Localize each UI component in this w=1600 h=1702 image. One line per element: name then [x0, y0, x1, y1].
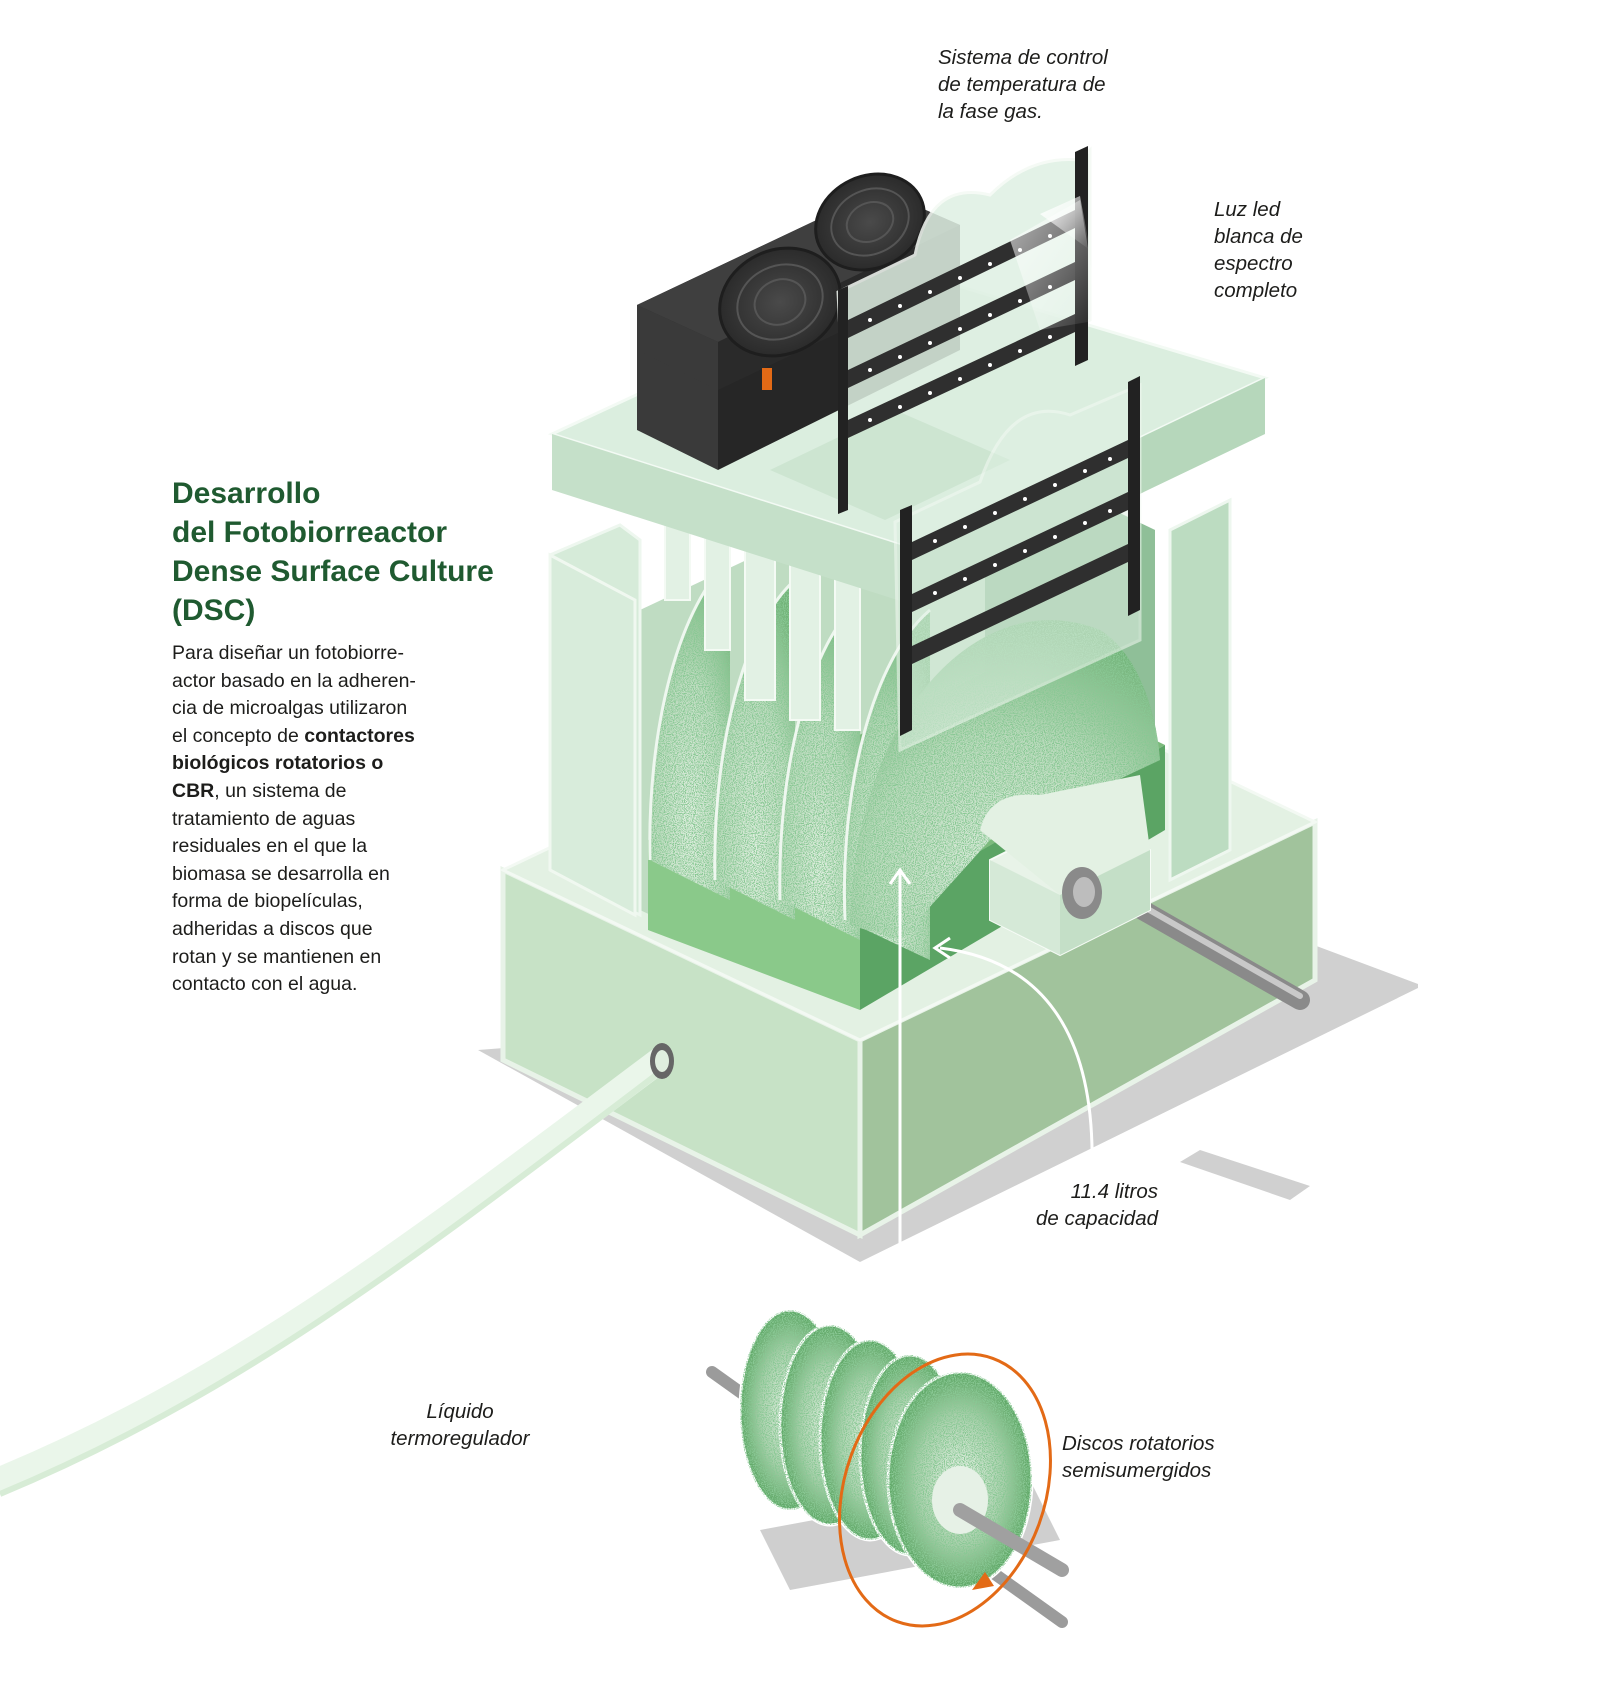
led-light-panel: [836, 146, 1100, 514]
description-line: Para diseñar un fotobiorre-: [172, 642, 404, 664]
led-light-panel-2: [893, 376, 1142, 753]
description-line: forma de biopelículas,: [172, 890, 363, 913]
label-line: blanca de: [1214, 225, 1303, 248]
label-line: Sistema de control: [938, 46, 1108, 69]
description-line: biomasa se desarrolla en: [172, 862, 390, 885]
description-line: adheridas a discos que: [172, 917, 373, 940]
reactor-front-post: [548, 552, 637, 918]
label-line: de capacidad: [1036, 1207, 1158, 1230]
shaft-bearing: [980, 775, 1310, 1010]
description-bold: biológicos rotatorios o: [172, 752, 384, 775]
title-line: del Fotobiorreactor: [172, 516, 448, 549]
rotating-discs-detail: [706, 1308, 1069, 1628]
description-text: el concepto de: [172, 724, 305, 747]
led-light-label: Luz led blanca de espectro completo: [1214, 196, 1303, 304]
description-line: cia de microalgas utilizaron: [172, 697, 408, 720]
label-line: espectro: [1214, 252, 1293, 275]
label-line: Discos rotatorios: [1062, 1432, 1215, 1455]
description-line: biológicos rotatorios o: [172, 750, 472, 778]
description-line: rotan y se mantienen en: [172, 945, 382, 968]
label-line: 11.4 litros: [1070, 1180, 1158, 1203]
thermo-liquid-tube: [0, 1043, 674, 1497]
label-line: de temperatura de: [938, 73, 1106, 96]
thermo-liquid-label: Líquido termoregulador: [380, 1398, 540, 1452]
label-line: termoregulador: [390, 1427, 530, 1450]
description-line: el concepto de contactores: [172, 723, 472, 751]
label-line: la fase gas.: [938, 100, 1043, 123]
rotation-arrow: [838, 1352, 1052, 1628]
capacity-label: 11.4 litros de capacidad: [1028, 1178, 1158, 1232]
page-title: Desarrollo del Fotobiorreactor Dense Sur…: [172, 474, 532, 630]
label-line: semisumergidos: [1062, 1459, 1212, 1482]
description-line: contacto con el agua.: [172, 973, 358, 996]
title-line: (DSC): [172, 594, 256, 627]
label-line: completo: [1214, 279, 1298, 302]
description-text: , un sistema de: [214, 779, 347, 802]
description-line: tratamiento de aguas: [172, 807, 356, 830]
description-bold: contactores: [304, 724, 415, 747]
description-paragraph: Para diseñar un fotobiorre- actor basado…: [172, 640, 472, 999]
description-bold: CBR: [172, 779, 215, 802]
title-line: Desarrollo: [172, 477, 321, 510]
ground-shadow: [1180, 1150, 1310, 1200]
description-line: actor basado en la adheren-: [172, 669, 416, 692]
label-line: Líquido: [426, 1400, 494, 1423]
title-line: Dense Surface Culture: [172, 555, 494, 588]
description-line: residuales en el que la: [172, 835, 368, 858]
capacity-arrows: [888, 867, 1094, 1262]
temperature-control-label: Sistema de control de temperatura de la …: [938, 44, 1108, 125]
rotating-discs-label: Discos rotatorios semisumergidos: [1062, 1430, 1215, 1484]
description-line: CBR, un sistema de: [172, 778, 472, 806]
label-line: Luz led: [1214, 198, 1281, 221]
